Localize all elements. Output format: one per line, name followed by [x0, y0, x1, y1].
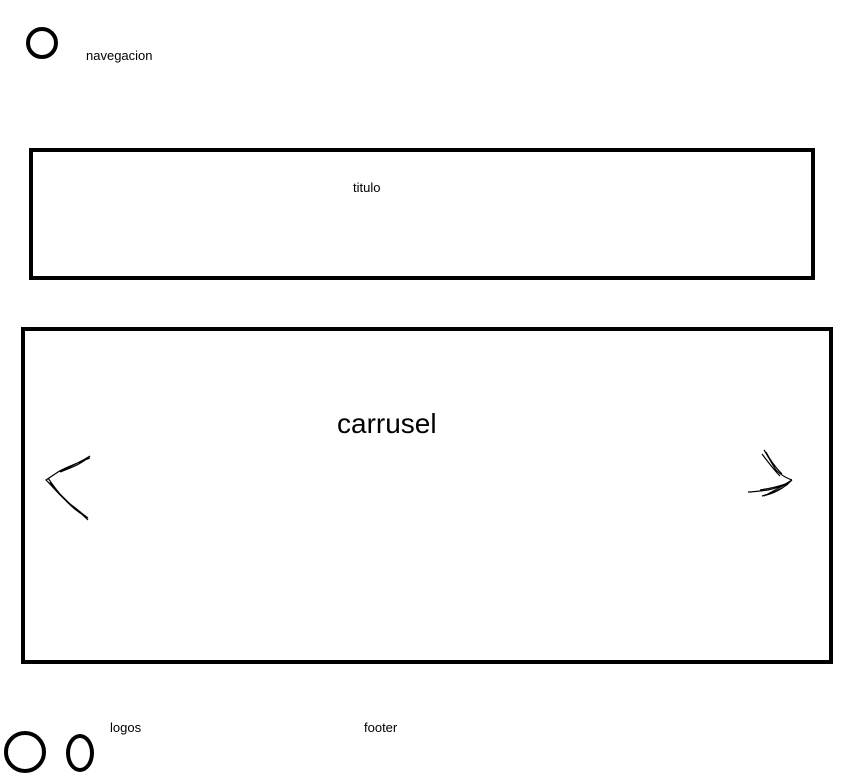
footer-label: footer — [364, 720, 398, 735]
carousel-label: carrusel — [337, 408, 437, 439]
navigation-circle-icon[interactable] — [26, 27, 58, 59]
logo-circle-icon[interactable] — [4, 731, 46, 773]
logos-label: logos — [110, 720, 142, 735]
logo-oval-icon[interactable] — [66, 734, 94, 772]
title-label: titulo — [353, 180, 381, 195]
carousel-section — [21, 327, 833, 664]
title-section — [29, 148, 815, 280]
navigation-label: navegacion — [86, 48, 153, 63]
arrow-left-icon[interactable] — [40, 450, 96, 524]
arrow-right-icon[interactable] — [742, 446, 798, 504]
